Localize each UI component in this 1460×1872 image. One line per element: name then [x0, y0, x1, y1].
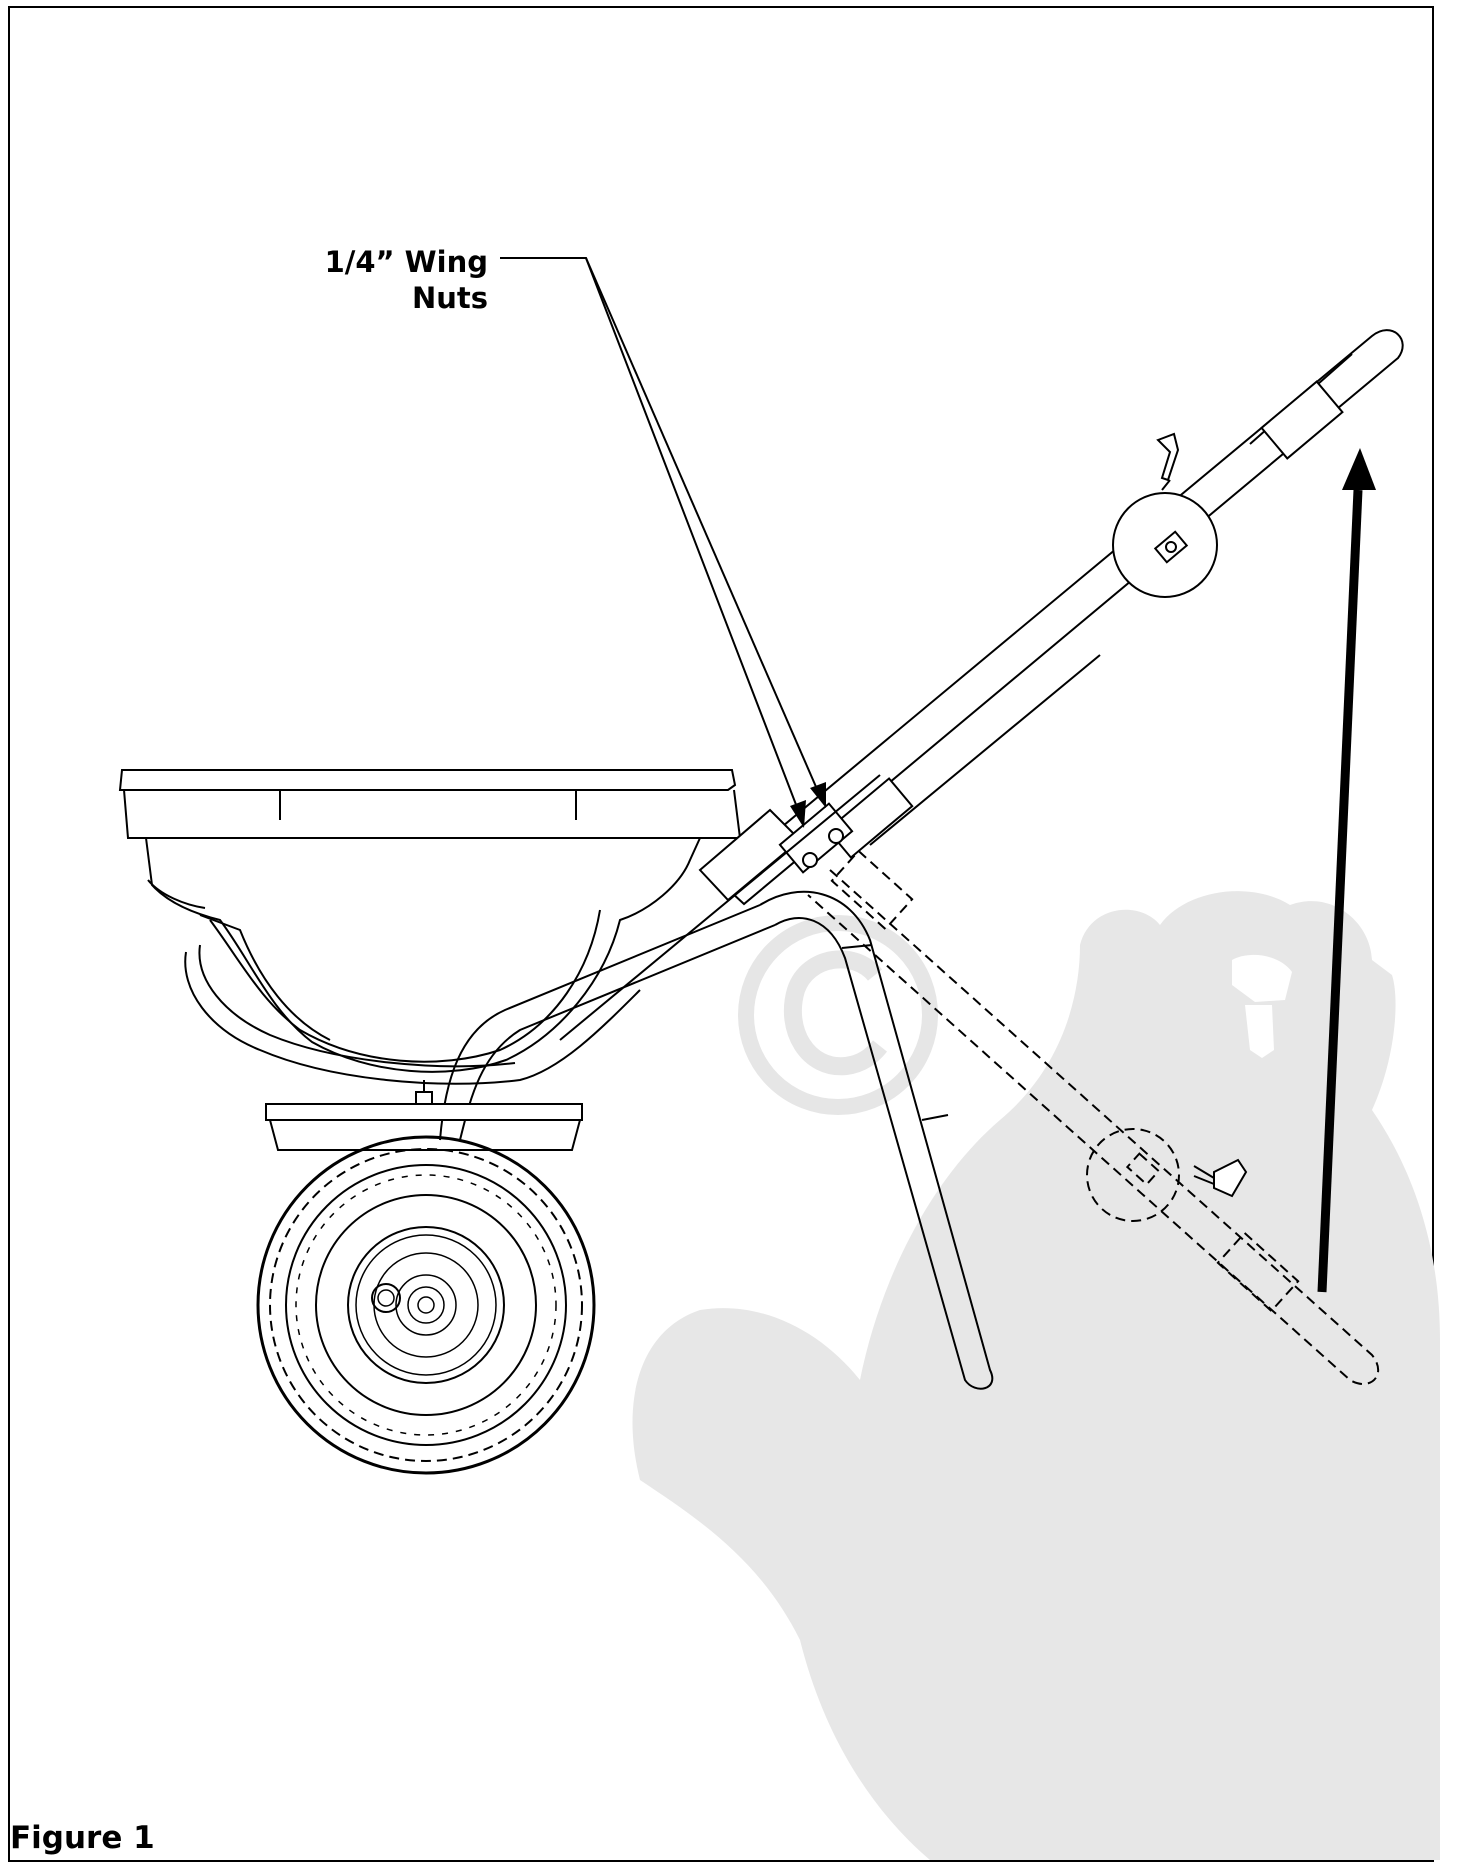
callout-line-2: Nuts [411, 281, 488, 315]
wing-nut-icon [1153, 530, 1189, 564]
handle-lowered [807, 849, 1379, 1385]
callout-arrowheads [790, 782, 826, 828]
beaver-watermark-icon [632, 891, 1440, 1860]
figure-label: Figure 1 [10, 1820, 155, 1856]
callout-line-1: 1/4” Wing [324, 245, 488, 279]
handle-upright [559, 329, 1404, 1041]
figure-frame [8, 6, 1434, 1862]
lever-lowered [1193, 1158, 1248, 1198]
spinner-plate [265, 1080, 583, 1151]
wing-nuts-callout: 1/4” Wing Nuts [325, 244, 488, 316]
up-arrow-icon [1317, 448, 1376, 1293]
control-disc-upright [1112, 432, 1218, 598]
spreader-frame [184, 890, 994, 1390]
hopper [118, 769, 742, 1073]
copyright-watermark-icon [738, 915, 938, 1115]
wheel [256, 1135, 596, 1475]
callout-leaders [500, 257, 821, 816]
